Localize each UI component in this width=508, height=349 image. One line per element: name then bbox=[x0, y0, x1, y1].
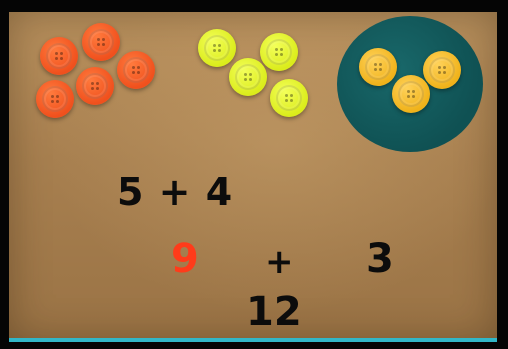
sum: 12 bbox=[246, 292, 302, 332]
yellow-button bbox=[359, 48, 397, 86]
left-addend: 9 bbox=[171, 239, 199, 279]
red-button bbox=[76, 67, 114, 105]
yellow-button bbox=[392, 75, 430, 113]
accent-strip bbox=[9, 338, 497, 342]
red-button bbox=[117, 51, 155, 89]
expression-top: 5 + 4 bbox=[117, 173, 233, 211]
lime-button bbox=[229, 58, 267, 96]
red-button bbox=[36, 80, 74, 118]
lime-button bbox=[260, 33, 298, 71]
red-button bbox=[40, 37, 78, 75]
lime-button bbox=[198, 29, 236, 67]
lime-button bbox=[270, 79, 308, 117]
yellow-button bbox=[423, 51, 461, 89]
right-addend: 3 bbox=[366, 239, 394, 279]
plus-sign: + bbox=[265, 245, 294, 279]
red-button bbox=[82, 23, 120, 61]
